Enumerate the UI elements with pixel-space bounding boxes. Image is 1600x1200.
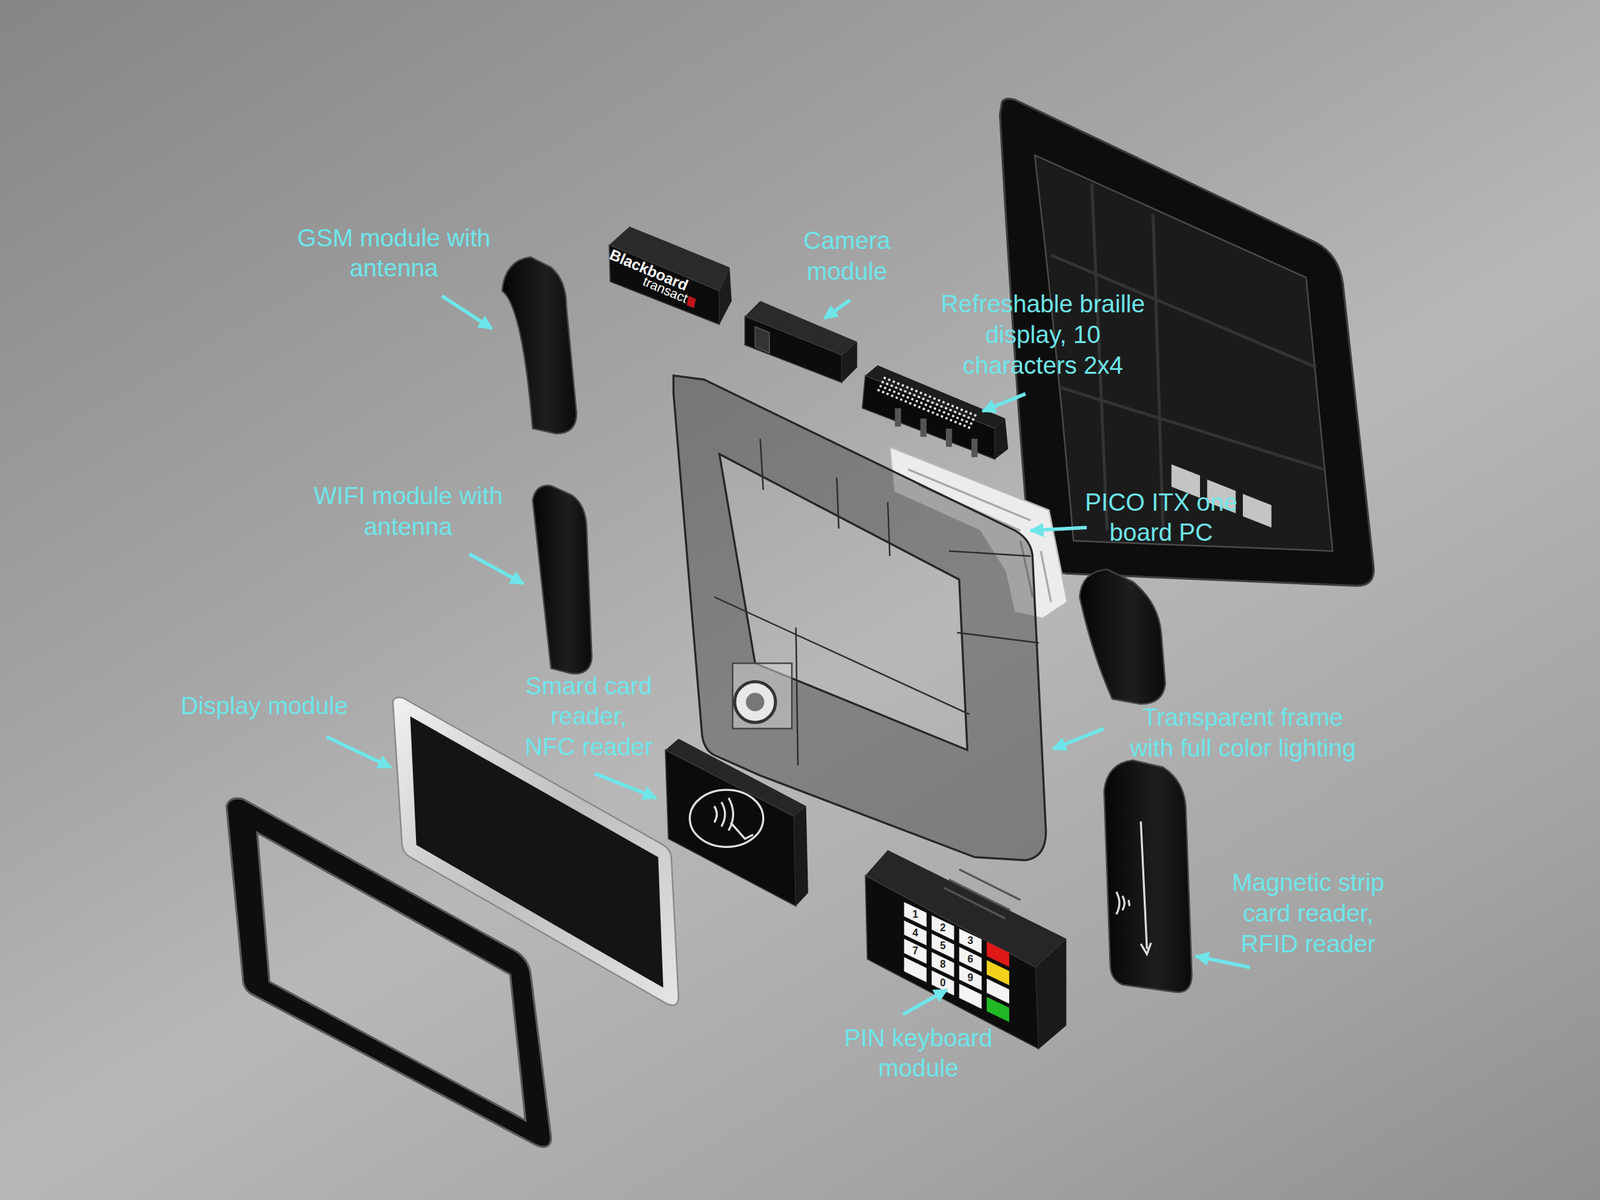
wifi-module [532,485,592,674]
leader-arrow [326,736,391,768]
leader-arrow [1030,527,1087,531]
fan-hub [734,681,776,723]
keypad-front [865,875,1039,1049]
leader-arrow [595,773,657,799]
key-digit: 5 [934,939,952,952]
pin-keyboard [865,849,1067,1049]
part-label: Magnetic strip card reader, RFID reader [1223,867,1392,959]
keypad-side [1035,938,1067,1049]
magstrip-reader [1104,760,1192,993]
logo-text: Blackboard [588,238,709,303]
side-module [1079,569,1166,704]
part-label: Camera module [785,225,909,287]
enter-key [986,997,1010,1023]
key [959,983,982,1009]
key-digit: 8 [934,958,952,971]
camera-module [744,300,857,383]
part-label: Transparent frame with full color lighti… [1121,702,1364,764]
gsm-module [501,257,576,434]
key-digit: 3 [962,934,980,947]
box-side [719,267,732,325]
key-digit: 2 [934,921,952,934]
braille-side [995,418,1009,460]
fan-center [745,693,765,712]
housing-port [1242,494,1272,528]
braille-dots [877,377,978,429]
key-digit: 9 [962,971,980,984]
part-label: GSM module with antenna [284,222,504,285]
leader-arrow [1196,956,1251,968]
leader-arrow [982,393,1026,411]
camera-side [841,341,857,383]
nfc-side [793,806,808,907]
leader-arrow [1052,728,1104,749]
key [904,957,927,983]
key-digit: 4 [906,926,924,939]
part-label: Refreshable braille display, 10 characte… [933,288,1153,381]
part-label: PIN keyboard module [831,1022,1005,1085]
key-digit: 6 [962,952,980,966]
rfid-symbol [1116,891,1130,914]
leader-arrow [903,990,948,1015]
nfc-reader [665,738,809,906]
nfc-front [665,750,797,907]
braille-display [862,365,1008,460]
nfc-symbol [689,789,764,847]
frame-divider [714,439,1039,766]
key-digit: 0 [934,976,952,989]
braille-pins [897,408,975,458]
camera-lens [755,326,770,353]
part-label: WIFI module with antenna [298,480,518,543]
fan [732,663,792,729]
part-label: Display module [131,690,398,722]
part-label: PICO ITX one board PC [1069,487,1254,549]
braille-front [862,375,995,460]
reader-body [1104,760,1192,993]
key-digit: 7 [906,944,924,957]
keypad-slots [944,869,1021,919]
leader-arrows [326,295,1250,1014]
card-slot [1141,821,1152,954]
leader-arrow [824,300,850,319]
nfc-waves [714,798,754,840]
leader-arrow [441,295,492,329]
key-digit: 1 [906,908,924,921]
leader-arrow [469,554,524,584]
part-label: Smard card reader, NFC reader [522,670,655,763]
camera-front [744,316,842,383]
